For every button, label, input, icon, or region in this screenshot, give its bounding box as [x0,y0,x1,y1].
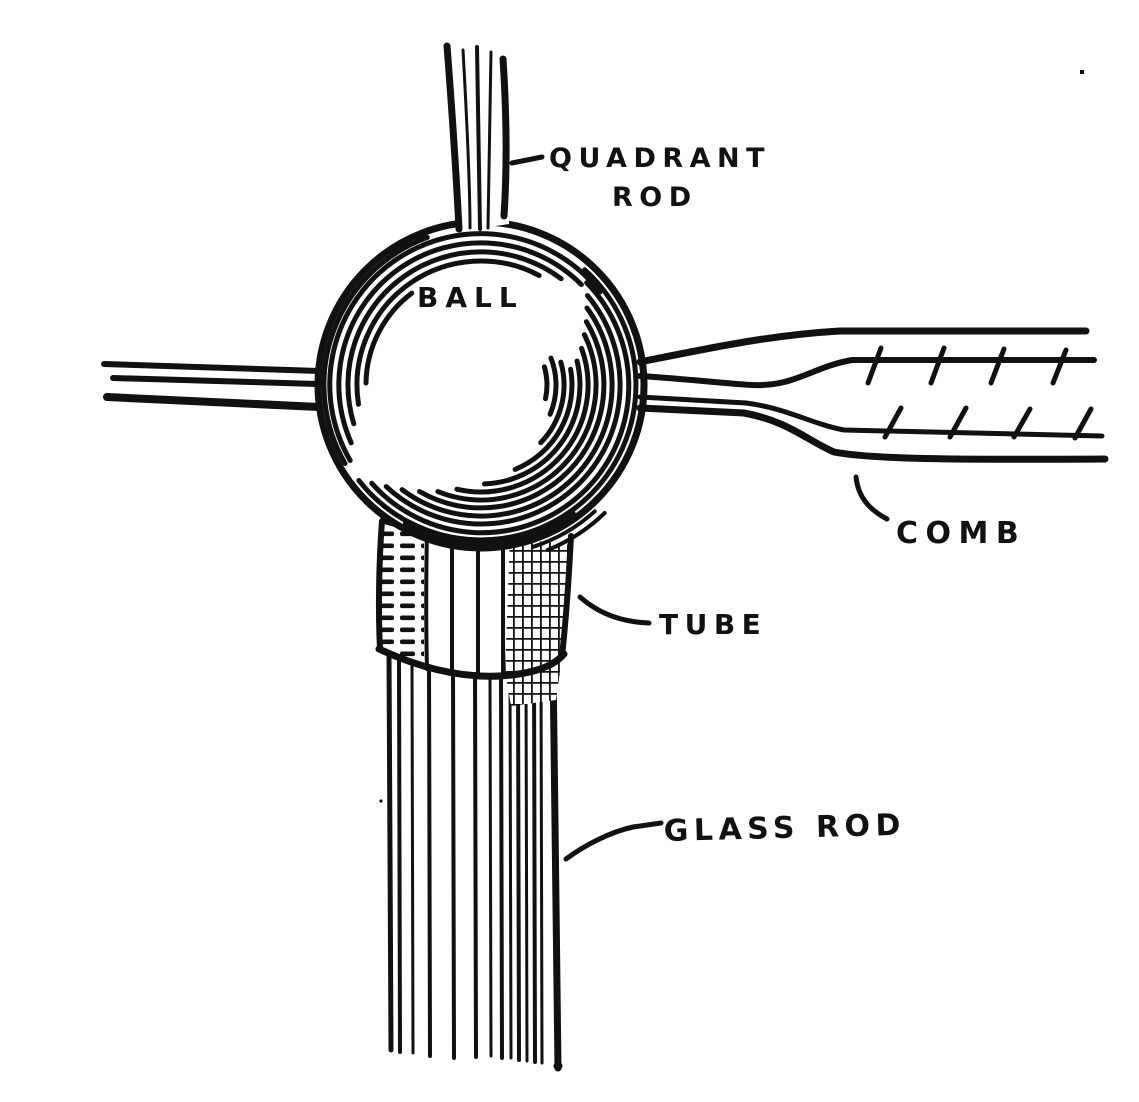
comb-label: COMB [896,516,1026,551]
ball-drawing [314,218,648,552]
left-rod-drawing [101,361,323,411]
tube-bottom-rim [375,645,568,680]
comb-teeth-lower [882,405,1094,441]
labels: QUADRANT ROD BALL COMB TUBE GLASS ROD [417,143,1026,849]
glass-rod-leader [563,820,664,862]
ball-shading-top-left [327,231,603,463]
ink-speck [1080,70,1084,74]
comb-teeth-upper [865,345,1069,386]
comb-drawing [636,327,1109,463]
ball-shading-bottom-right [356,267,639,543]
tube-leader [577,594,652,626]
glass-rod-drawing [379,652,563,1072]
tube-label: TUBE [659,608,767,641]
ball-label: BALL [417,281,524,314]
quadrant-rod-label-line2: ROD [612,182,698,213]
tube-crosshatch-texture [505,538,572,706]
ink-speck [379,799,383,803]
quadrant-rod-label-line1: QUADRANT [549,143,771,174]
rod-tip-blob [553,1061,563,1071]
quadrant-rod-leader [509,154,545,166]
quadrant-rod-drawing [443,42,510,233]
glass-rod-label: GLASS ROD [663,808,906,849]
tube-drawing [375,518,574,706]
comb-leader [853,474,890,522]
tube-dash-texture [380,526,424,668]
leader-lines [509,154,890,862]
